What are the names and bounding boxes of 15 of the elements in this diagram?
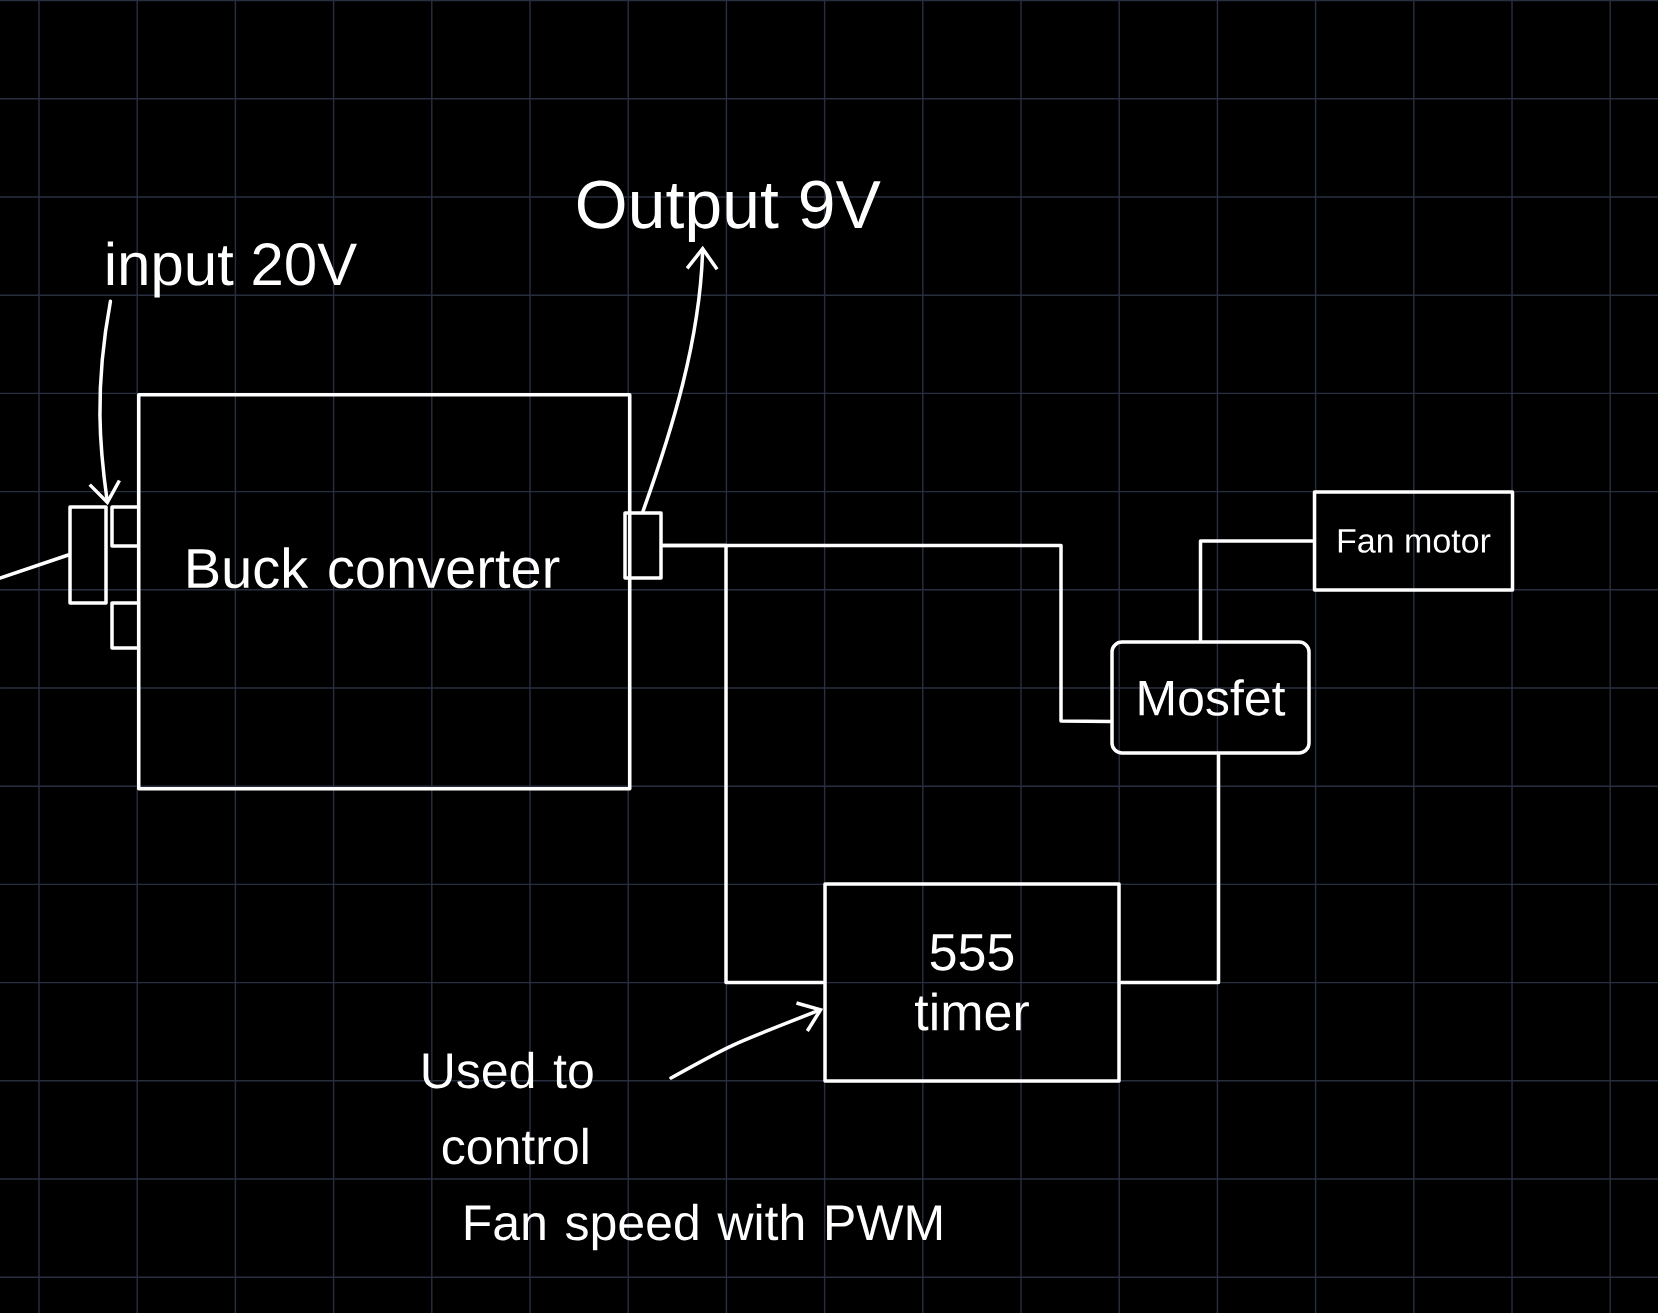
arrow: [669, 1001, 824, 1080]
voltage-label: Output 9V: [577, 180, 881, 243]
component-box: Buck converter: [137, 393, 632, 791]
component-box: Fan motor: [1312, 490, 1515, 592]
cable-line: [0, 553, 70, 580]
wire: [1119, 753, 1221, 985]
plug-connector: [68, 505, 139, 650]
arrow: [88, 299, 121, 506]
output-connector: [623, 511, 663, 580]
wire: [661, 543, 825, 985]
voltage-label: input 20V: [107, 241, 357, 298]
component-box: Mosfet: [1110, 640, 1311, 755]
wire: [1198, 539, 1315, 642]
component-box: 555 timer: [823, 882, 1121, 1083]
arrow: [641, 245, 719, 513]
